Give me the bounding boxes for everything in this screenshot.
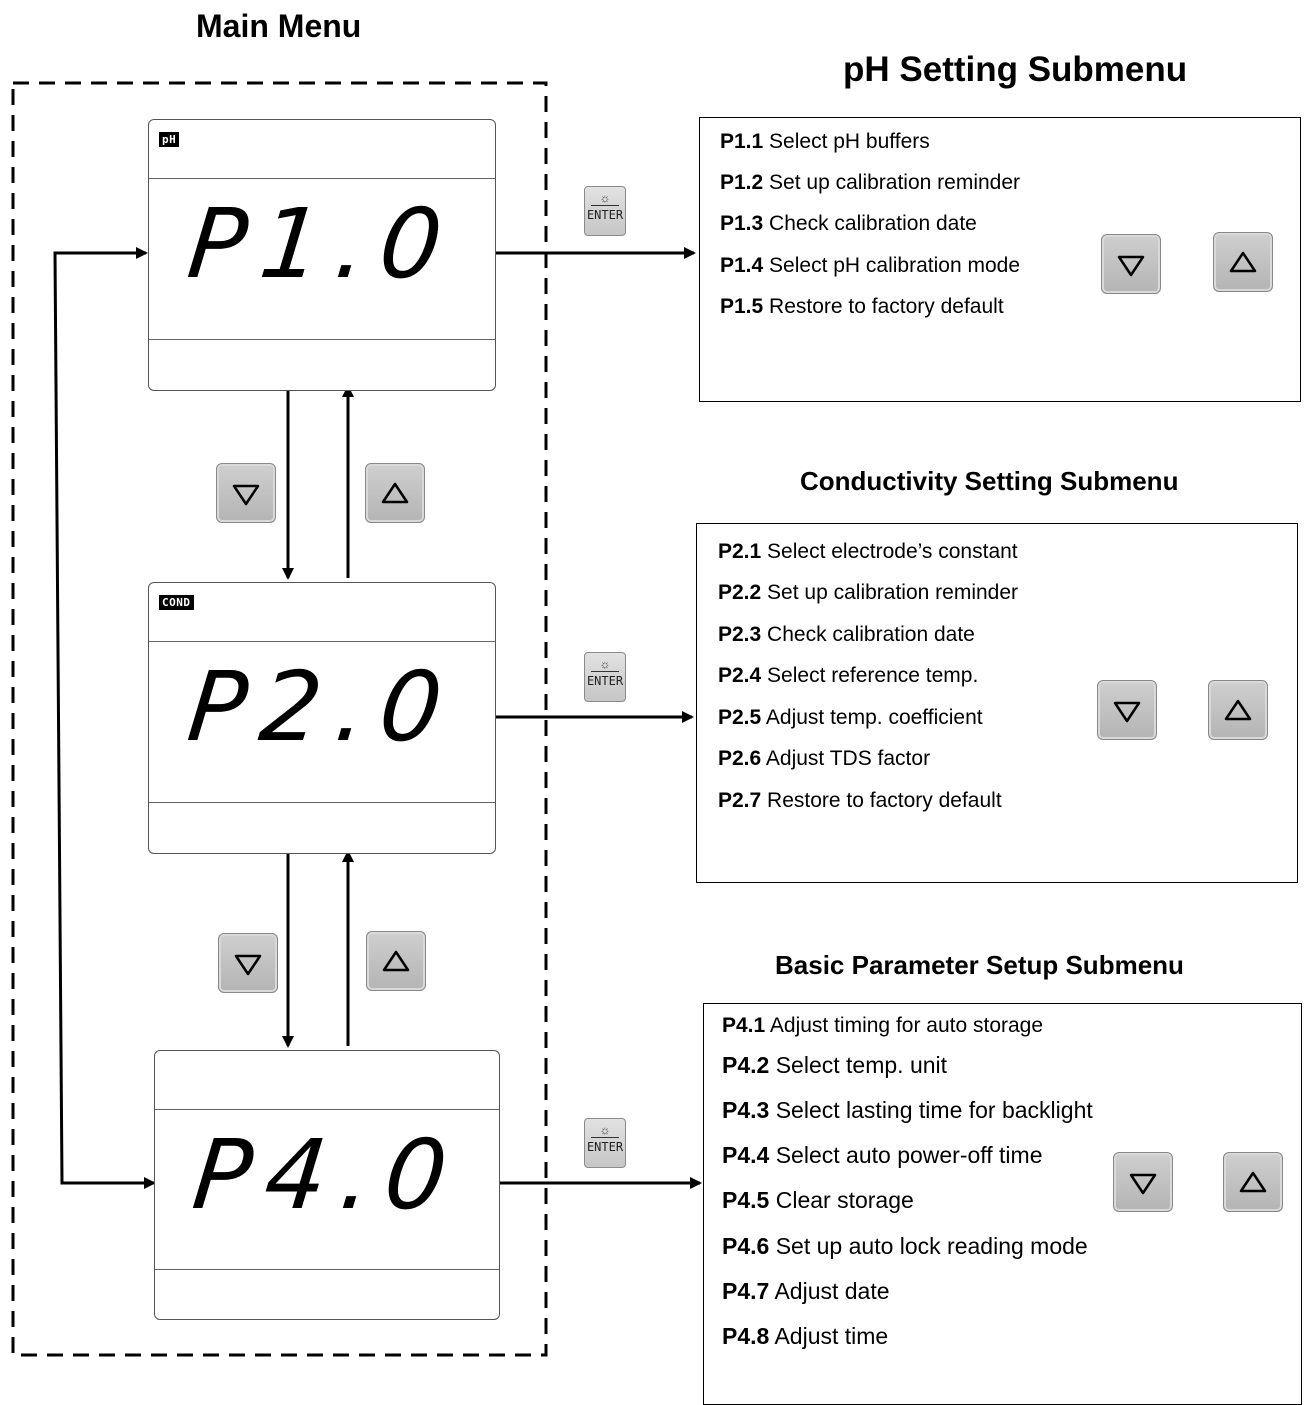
list-item: P2.1 Select electrode’s constant — [718, 540, 1018, 563]
up-triangle-icon — [381, 482, 409, 504]
enter-key-icon[interactable]: ☼ ENTER — [584, 186, 626, 236]
lcd-divider — [149, 641, 495, 642]
down-triangle-icon — [1113, 701, 1141, 723]
down-key[interactable] — [1113, 1152, 1173, 1212]
backlight-symbol: ☼ — [599, 191, 611, 205]
up-triangle-icon — [382, 950, 410, 972]
loop-arrow — [53, 247, 148, 1185]
cond-indicator: COND — [159, 595, 194, 610]
list-item: P1.1 Select pH buffers — [720, 130, 930, 153]
down-triangle-icon — [1129, 1173, 1157, 1195]
list-item: P4.5 Clear storage — [722, 1187, 914, 1213]
list-item: P2.2 Set up calibration reminder — [718, 581, 1019, 604]
down-key[interactable] — [218, 933, 278, 993]
ph-submenu-title: pH Setting Submenu — [843, 50, 1188, 89]
down-key[interactable] — [1101, 234, 1161, 294]
lcd-display-p2: COND P2.0 — [148, 582, 496, 854]
up-key[interactable] — [366, 931, 426, 991]
down-triangle-icon — [1117, 255, 1145, 277]
lcd-divider — [149, 339, 495, 340]
up-triangle-icon — [1239, 1171, 1267, 1193]
list-item: P2.6 Adjust TDS factor — [718, 747, 931, 770]
cond-submenu-title: Conductivity Setting Submenu — [800, 466, 1179, 496]
list-item: P4.6 Set up auto lock reading mode — [722, 1233, 1088, 1259]
enter-key-icon[interactable]: ☼ ENTER — [584, 652, 626, 702]
list-item: P2.7 Restore to factory default — [718, 789, 1002, 812]
lcd-divider — [149, 802, 495, 803]
lcd-code: P1.0 — [182, 188, 462, 300]
list-item: P2.3 Check calibration date — [718, 623, 975, 646]
list-item: P4.2 Select temp. unit — [722, 1052, 948, 1078]
up-key[interactable] — [1213, 232, 1273, 292]
down-key[interactable] — [1097, 680, 1157, 740]
enter-label: ENTER — [586, 208, 624, 222]
lcd-divider — [155, 1109, 499, 1110]
lcd-divider — [155, 1269, 499, 1270]
cond-submenu-panel — [696, 523, 1298, 883]
lcd-divider — [149, 178, 495, 179]
lcd-code: P4.0 — [187, 1119, 467, 1231]
up-key[interactable] — [1208, 680, 1268, 740]
down-triangle-icon — [234, 954, 262, 976]
down-key[interactable] — [216, 463, 276, 523]
basic-submenu-title: Basic Parameter Setup Submenu — [775, 950, 1184, 980]
list-item: P4.8 Adjust time — [722, 1323, 889, 1349]
list-item: P4.1 Adjust timing for auto storage — [722, 1014, 1044, 1037]
lcd-display-p4: P4.0 — [154, 1050, 500, 1320]
list-item: P2.5 Adjust temp. coefficient — [718, 706, 983, 729]
up-triangle-icon — [1224, 699, 1252, 721]
main-menu-frame — [11, 81, 548, 1357]
basic-submenu-panel — [703, 1003, 1302, 1405]
list-item: P1.2 Set up calibration reminder — [720, 171, 1021, 194]
backlight-symbol: ☼ — [599, 1123, 611, 1137]
list-item: P1.5 Restore to factory default — [720, 295, 1004, 318]
ph-indicator: pH — [159, 132, 180, 147]
enter-key-icon[interactable]: ☼ ENTER — [584, 1118, 626, 1168]
list-item: P2.4 Select reference temp. — [718, 664, 979, 687]
list-item: P4.3 Select lasting time for backlight — [722, 1097, 1093, 1123]
backlight-symbol: ☼ — [599, 657, 611, 671]
list-item: P1.3 Check calibration date — [720, 212, 977, 235]
down-triangle-icon — [232, 484, 260, 506]
enter-label: ENTER — [586, 674, 624, 688]
main-menu-title: Main Menu — [196, 8, 362, 44]
up-key[interactable] — [1223, 1152, 1283, 1212]
list-item: P1.4 Select pH calibration mode — [720, 254, 1021, 277]
up-key[interactable] — [365, 463, 425, 523]
up-triangle-icon — [1229, 251, 1257, 273]
lcd-display-p1: pH P1.0 — [148, 119, 496, 391]
lcd-code: P2.0 — [182, 651, 462, 763]
list-item: P4.4 Select auto power-off time — [722, 1142, 1043, 1168]
enter-label: ENTER — [586, 1140, 624, 1154]
ph-submenu-panel — [699, 117, 1301, 402]
list-item: P4.7 Adjust date — [722, 1278, 890, 1304]
